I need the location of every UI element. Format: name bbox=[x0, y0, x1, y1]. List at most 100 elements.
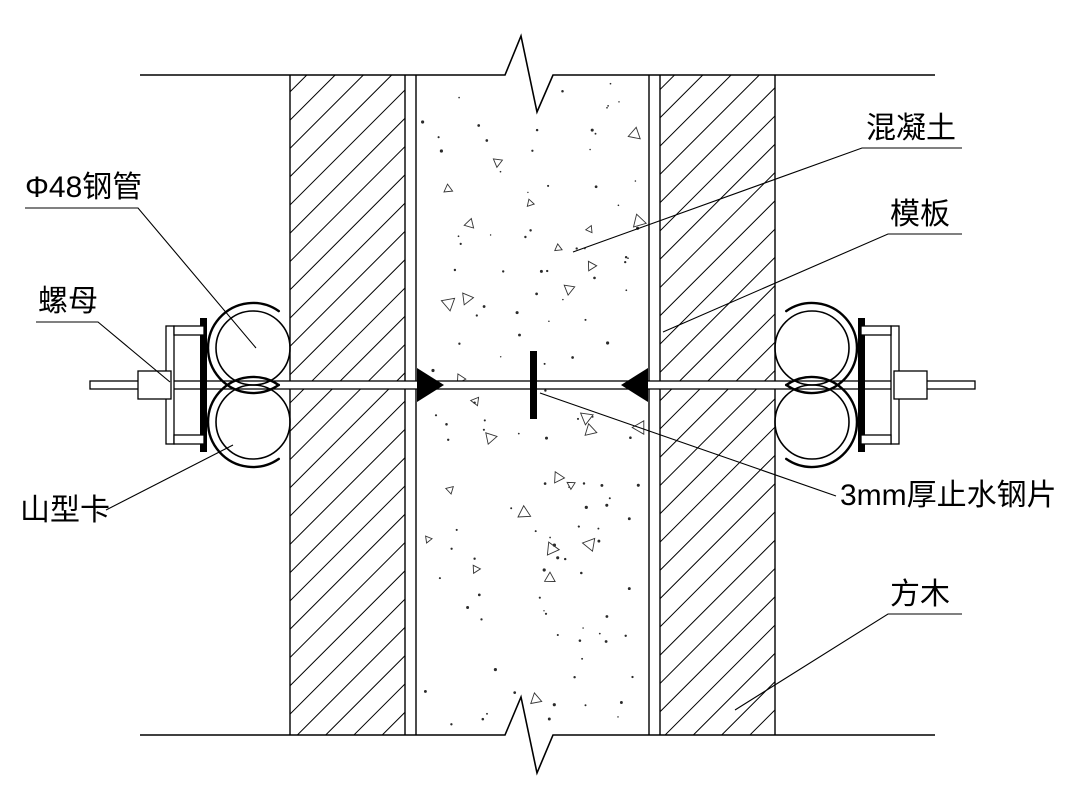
concrete-dot bbox=[625, 289, 628, 292]
waterstop-plate bbox=[530, 351, 537, 419]
concrete-dot bbox=[607, 105, 609, 107]
right-lower-steel-pipe bbox=[774, 384, 850, 460]
concrete-dot bbox=[584, 505, 588, 509]
nut-label: 螺母 bbox=[38, 285, 98, 318]
concrete-dot bbox=[605, 615, 609, 618]
concrete-dot bbox=[483, 419, 486, 422]
concrete-dot bbox=[434, 414, 438, 417]
concrete-dot bbox=[590, 128, 594, 132]
left-clamp-assembly bbox=[137, 301, 291, 469]
concrete-aggregate-triangle bbox=[543, 571, 556, 582]
concrete-dot bbox=[518, 333, 521, 337]
concrete-aggregate-triangle bbox=[517, 504, 532, 518]
concrete-dot bbox=[548, 320, 550, 323]
pipe-leader-line bbox=[25, 207, 257, 349]
concrete-dot bbox=[593, 276, 596, 280]
concrete-aggregate-triangle bbox=[425, 535, 433, 544]
concrete-dot bbox=[510, 507, 513, 510]
concrete-dot bbox=[477, 593, 481, 597]
concrete-dot bbox=[544, 389, 547, 392]
concrete-aggregate-triangle bbox=[472, 564, 482, 575]
waterstop-leader-line bbox=[539, 392, 837, 497]
concrete-aggregate-triangle bbox=[563, 284, 576, 296]
concrete-dot bbox=[485, 139, 489, 142]
concrete-dot bbox=[539, 269, 543, 273]
right-bracket-top-flange bbox=[860, 325, 892, 336]
concrete-dot bbox=[561, 90, 564, 93]
concrete-dot bbox=[531, 149, 534, 152]
concrete-dot bbox=[600, 483, 604, 487]
concrete-dot bbox=[477, 124, 481, 127]
concrete-aggregate-triangle bbox=[554, 470, 566, 484]
right-clamp-plate bbox=[858, 318, 865, 452]
concrete-dot bbox=[597, 539, 601, 543]
concrete-dot bbox=[571, 356, 574, 359]
left-upper-steel-pipe bbox=[215, 310, 291, 386]
concrete-dot bbox=[582, 482, 586, 485]
right-cone-spacer bbox=[621, 368, 648, 402]
clamp-leader-line bbox=[105, 444, 234, 511]
concrete-dot bbox=[627, 587, 631, 591]
concrete-aggregate-triangle bbox=[584, 224, 593, 234]
concrete-dot bbox=[544, 612, 548, 615]
concrete-dot bbox=[489, 234, 492, 236]
concrete-aggregate-triangle bbox=[631, 420, 645, 435]
concrete-dot bbox=[617, 204, 620, 207]
concrete-aggregate-triangle bbox=[546, 541, 561, 556]
concrete-dot bbox=[564, 557, 567, 561]
concrete-aggregate-triangle bbox=[444, 485, 454, 495]
concrete-dot bbox=[549, 536, 551, 539]
concrete-dot bbox=[545, 436, 548, 440]
concrete-dot bbox=[631, 675, 634, 679]
concrete-aggregate-triangle bbox=[492, 158, 504, 169]
concrete-dot bbox=[524, 235, 527, 239]
left-nut bbox=[137, 370, 172, 400]
concrete-dot bbox=[529, 229, 532, 232]
concrete-dot bbox=[455, 528, 458, 531]
concrete-dot bbox=[618, 101, 620, 103]
concrete-dot bbox=[482, 305, 486, 308]
concrete-dot bbox=[577, 525, 580, 528]
waterstop-label: 3mm厚止水钢片 bbox=[840, 479, 1057, 512]
concrete-dot bbox=[576, 417, 580, 420]
concrete-dot bbox=[475, 314, 478, 317]
concrete-dot bbox=[606, 106, 608, 109]
formwork-label: 模板 bbox=[890, 198, 950, 231]
concrete-dot bbox=[473, 557, 476, 560]
concrete-dot bbox=[575, 247, 578, 250]
concrete-dot bbox=[527, 191, 529, 194]
concrete-dot bbox=[556, 633, 559, 637]
concrete-dot bbox=[547, 717, 551, 721]
concrete-dot bbox=[450, 723, 453, 726]
concrete-dot bbox=[609, 82, 612, 85]
concrete-dot bbox=[604, 640, 608, 643]
concrete-dot bbox=[458, 342, 461, 345]
concrete-dot bbox=[605, 503, 609, 507]
concrete-dot bbox=[538, 596, 541, 599]
concrete-leader-line bbox=[572, 147, 962, 253]
concrete-aggregate-triangle bbox=[526, 198, 536, 207]
concrete-aggregate-triangle bbox=[587, 260, 598, 272]
concrete-dot bbox=[438, 577, 441, 580]
concrete-dot bbox=[627, 517, 631, 521]
concrete-dot bbox=[619, 701, 623, 704]
concrete-dot bbox=[535, 292, 538, 296]
concrete-dot bbox=[421, 120, 425, 124]
right-bracket-bottom-flange bbox=[860, 434, 892, 445]
bottom-break-line bbox=[140, 694, 935, 776]
concrete-dot bbox=[543, 482, 547, 485]
concrete-dot bbox=[608, 497, 611, 500]
concrete-dot bbox=[581, 657, 584, 660]
concrete-dot bbox=[617, 716, 619, 718]
concrete-aggregate-triangle bbox=[627, 126, 641, 140]
concrete-dot bbox=[624, 260, 627, 264]
timber-label: 方木 bbox=[890, 578, 950, 611]
concrete-dot bbox=[513, 691, 517, 694]
concrete-dot bbox=[627, 257, 629, 260]
left-clamp-plate bbox=[200, 318, 207, 452]
left-cone-spacer bbox=[417, 368, 444, 402]
concrete-aggregate-triangle bbox=[584, 422, 598, 436]
concrete-aggregate-triangle bbox=[566, 481, 576, 491]
